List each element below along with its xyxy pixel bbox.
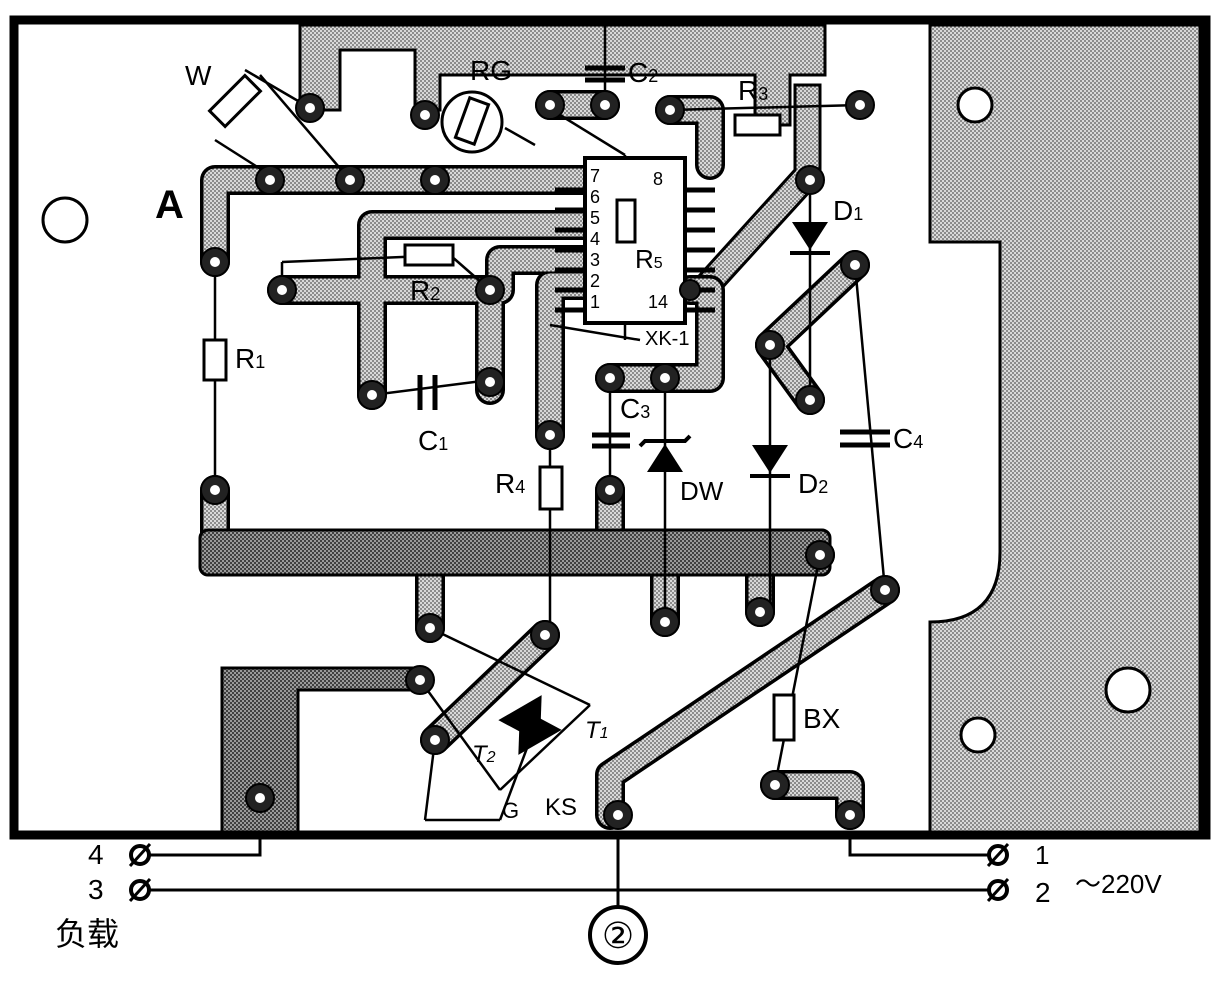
label-r2: R2 (410, 275, 440, 306)
label-t1: T1 (585, 717, 609, 744)
potentiometer-w-body (207, 73, 263, 129)
resistor-r4-body (538, 465, 564, 511)
label-bx: BX (803, 703, 841, 734)
mains-label: ～220V (1075, 869, 1162, 899)
ic-pin-label: 3 (590, 250, 600, 270)
board-marker: A (155, 183, 184, 227)
terminal-4-label: 4 (88, 839, 104, 870)
label-c2: C2 (628, 57, 658, 88)
photoresistor-rg-element (453, 95, 491, 147)
mount-hole (959, 716, 997, 754)
resistor-r3-body (733, 113, 782, 137)
capacitor-c3-body (592, 432, 630, 449)
zener-dw-body (647, 444, 683, 472)
figure-number: ② (602, 915, 634, 956)
label-w: W (185, 60, 212, 91)
triac-ks-body (518, 707, 562, 755)
label-c3: C3 (620, 393, 650, 424)
bus-band (198, 528, 832, 577)
label-t2: T2 (472, 741, 496, 768)
figure-number-circle (588, 905, 648, 965)
terminal-3-label: 3 (88, 874, 104, 905)
copper-trace (298, 23, 827, 127)
mount-hole (41, 196, 89, 244)
ic-pin-label: 8 (653, 169, 663, 189)
mount-hole (956, 86, 994, 124)
ic-pin-label: 14 (648, 292, 668, 312)
external-wiring (140, 835, 995, 915)
capacitor-c1-body (417, 375, 438, 410)
ic-pin-label: 5 (590, 208, 600, 228)
label-rg: RG (470, 55, 512, 86)
label-d2: D2 (798, 468, 828, 499)
label-c1: C1 (418, 425, 448, 456)
ic-pin-label: 4 (590, 229, 600, 249)
terminal-1-label: 1 (1035, 840, 1049, 870)
capacitor-c4-body (840, 429, 890, 448)
light-arrow (504, 126, 536, 147)
resistor-r2-body (403, 243, 455, 267)
label-ks: KS (545, 794, 577, 821)
label-r4: R4 (495, 468, 525, 499)
label-d1: D1 (833, 195, 863, 226)
diode-d1-body (792, 222, 828, 250)
label-r1: R1 (235, 343, 265, 374)
fuse-bx-body (772, 693, 796, 742)
terminal-2-label: 2 (1035, 877, 1051, 908)
ic-pin-label: 7 (590, 166, 600, 186)
label-ic: XK-1 (645, 328, 689, 350)
diode-d2-body (752, 445, 788, 473)
label-r5: R5 (635, 244, 663, 274)
label-g: G (502, 798, 519, 823)
zener-dw-bar (638, 434, 692, 448)
resistor-r5-body (615, 198, 637, 244)
label-dw: DW (680, 476, 724, 506)
label-r3: R3 (738, 75, 768, 106)
ic-pin-label: 2 (590, 271, 600, 291)
resistor-r1-body (202, 338, 228, 382)
label-c4: C4 (893, 423, 923, 454)
ic-pin-label: 1 (590, 292, 600, 312)
copper-area-right (928, 23, 1202, 834)
ic-pin-label: 6 (590, 187, 600, 207)
ic-pins-left (555, 187, 585, 313)
load-label: 负载 (55, 916, 119, 952)
mount-hole (1104, 666, 1152, 714)
capacitor-c2-body (585, 65, 625, 83)
